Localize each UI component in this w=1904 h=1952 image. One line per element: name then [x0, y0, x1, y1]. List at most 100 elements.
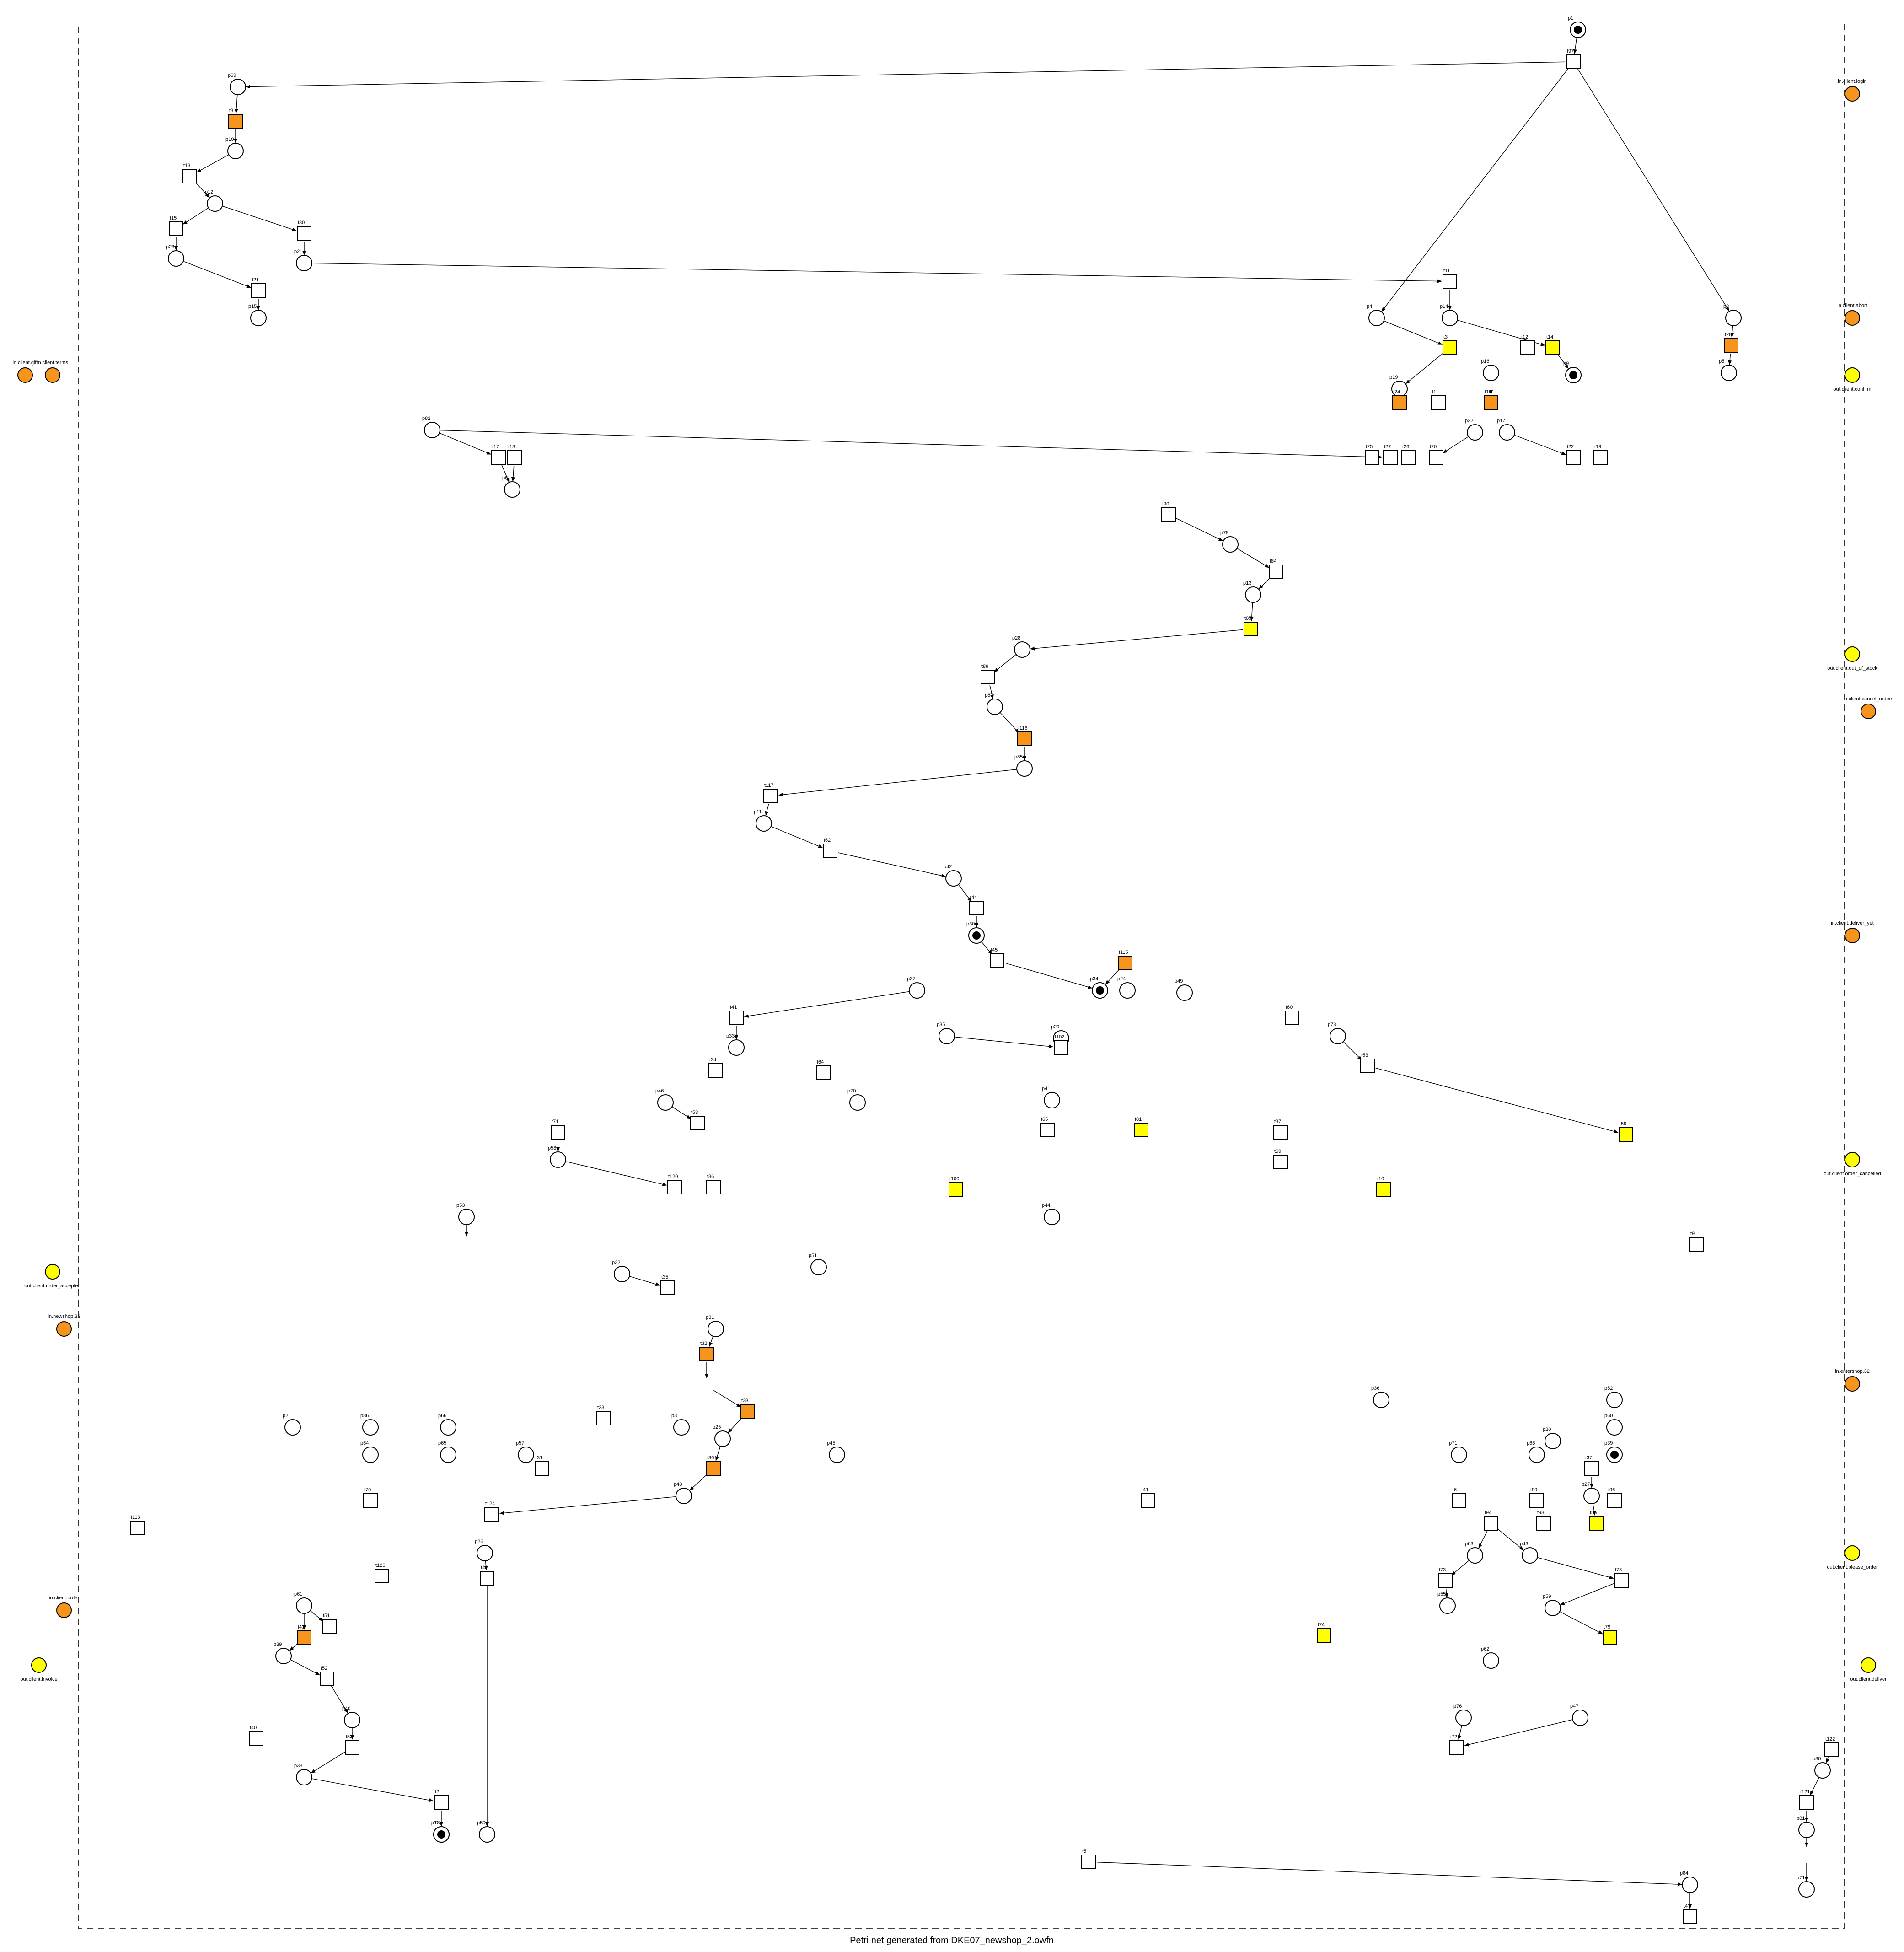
input-interface-place: in.client.cancel_orders — [1843, 696, 1893, 719]
transition-label: t3 — [1443, 334, 1448, 340]
transition-t126: t126 — [375, 1563, 389, 1583]
place-p1: p1 — [1568, 16, 1586, 38]
place-label: p39 — [274, 1642, 282, 1647]
transition-t6: t6 — [1452, 1487, 1466, 1508]
arc — [312, 263, 1443, 283]
arc — [1030, 629, 1243, 651]
transition-t10: t10 — [1376, 1176, 1391, 1197]
arc — [1375, 1067, 1619, 1133]
place-label: p39 — [1604, 1441, 1613, 1446]
transition-t35: t35 — [660, 1274, 675, 1295]
transition-t79: t79 — [1603, 1624, 1617, 1645]
transition-label: t79 — [1604, 1624, 1610, 1630]
arc — [484, 1561, 488, 1571]
transition-label: t43 — [298, 1624, 305, 1630]
transition-t117: t117 — [763, 783, 778, 803]
place-p62: p62 — [1481, 1646, 1499, 1669]
place-label: p41 — [1042, 1086, 1050, 1092]
arc — [234, 95, 238, 114]
place-p42: p42 — [944, 864, 962, 887]
transition-label: t8 — [229, 108, 233, 113]
place-label: p51 — [809, 1253, 817, 1258]
place-p65: p65 — [438, 1441, 456, 1463]
transition-t87: t87 — [1273, 1119, 1288, 1140]
place-label: p65 — [438, 1441, 446, 1446]
arc — [440, 433, 492, 455]
transition-label: t30 — [298, 220, 305, 226]
place-p3: p3 — [671, 1413, 690, 1436]
svg-text:out.client.out_of_stock: out.client.out_of_stock — [1827, 666, 1877, 671]
transition-label: t89 — [981, 664, 988, 669]
arc — [183, 261, 252, 288]
transition-label: t15 — [170, 215, 177, 221]
place-label: p19 — [1389, 375, 1398, 380]
place-p43: p43 — [1520, 1541, 1538, 1564]
transition-t43: t43 — [297, 1624, 311, 1645]
svg-text:in.newshop.32: in.newshop.32 — [48, 1314, 80, 1319]
diagram-caption: Petri net generated from DKE07_newshop_2… — [850, 1936, 1054, 1946]
place-p4: p4 — [1367, 304, 1385, 326]
transition-t27: t27 — [1383, 444, 1398, 465]
place-label: p84 — [1680, 1871, 1688, 1876]
transition-label: t58 — [691, 1110, 698, 1115]
transition-t23: t23 — [596, 1405, 611, 1425]
place-p68: p68 — [1527, 1441, 1545, 1463]
transition-t120: t120 — [667, 1174, 682, 1194]
place-label: p25 — [713, 1425, 721, 1430]
place-label: p11 — [754, 809, 762, 815]
arc — [1557, 354, 1569, 369]
place-label: p60 — [1604, 1413, 1613, 1419]
transition-t58: t58 — [690, 1110, 705, 1130]
transition-label: t27 — [1384, 444, 1391, 450]
svg-text:in.entershop.32: in.entershop.32 — [1835, 1369, 1870, 1374]
place-label: p30 — [966, 921, 975, 927]
transition-label: t99 — [1530, 1487, 1537, 1493]
transition-t30: t30 — [297, 220, 311, 241]
arc — [1458, 1726, 1462, 1740]
place-p41: p41 — [1042, 1086, 1060, 1108]
svg-text:in.client.gift: in.client.gift — [12, 360, 38, 366]
transition-t60: t60 — [1285, 1005, 1299, 1025]
place-label: p61 — [294, 1592, 302, 1597]
svg-text:in.client.cancel_orders: in.client.cancel_orders — [1843, 696, 1893, 702]
transition-label: t41 — [1142, 1487, 1148, 1493]
svg-text:out.client.order_cancelled: out.client.order_cancelled — [1824, 1171, 1881, 1177]
input-interface-place: in.client.order — [49, 1595, 79, 1618]
place-p6: p6 — [502, 475, 520, 498]
transition-label: t84 — [1270, 559, 1276, 564]
svg-text:in.client.order: in.client.order — [49, 1595, 79, 1601]
arc — [989, 685, 994, 699]
transition-label: t26 — [1402, 444, 1409, 450]
place-p32: p32 — [612, 1260, 630, 1282]
transition-label: t45 — [991, 947, 998, 953]
transition-t81: t81 — [1134, 1117, 1148, 1137]
place-p38: p38 — [294, 1763, 312, 1785]
transition-label: t122 — [1825, 1737, 1835, 1742]
place-label: p71 — [1797, 1875, 1805, 1881]
svg-text:in.client.abort: in.client.abort — [1837, 303, 1867, 308]
place-label: p14 — [1440, 304, 1448, 309]
arc — [1381, 68, 1569, 312]
place-p17: p17 — [1497, 418, 1515, 441]
place-label: p2 — [283, 1413, 288, 1419]
transition-label: t90 — [1162, 501, 1169, 507]
transition-label: t42 — [481, 1565, 488, 1570]
place-label: p43 — [1520, 1541, 1528, 1547]
place-label: p46 — [655, 1088, 664, 1094]
arc — [1005, 963, 1093, 989]
place-label: p76 — [1453, 1704, 1462, 1709]
place-label: p15 — [248, 304, 257, 309]
place-p82: p82 — [422, 416, 440, 438]
arc — [728, 1417, 743, 1433]
transition-label: t2 — [435, 1789, 439, 1795]
place-p85: p85 — [1014, 754, 1033, 777]
input-interface-place: in.entershop.32 — [1835, 1369, 1870, 1392]
transition-label: t86 — [707, 1174, 714, 1179]
transition-t12: t12 — [1520, 334, 1535, 355]
place-label: p50 — [477, 1820, 485, 1826]
place-label: p40 — [342, 1706, 350, 1711]
place-label: p26 — [475, 1539, 483, 1544]
place-p15: p15 — [248, 304, 267, 326]
arc — [994, 654, 1016, 672]
transition-label: t1 — [1432, 389, 1436, 395]
